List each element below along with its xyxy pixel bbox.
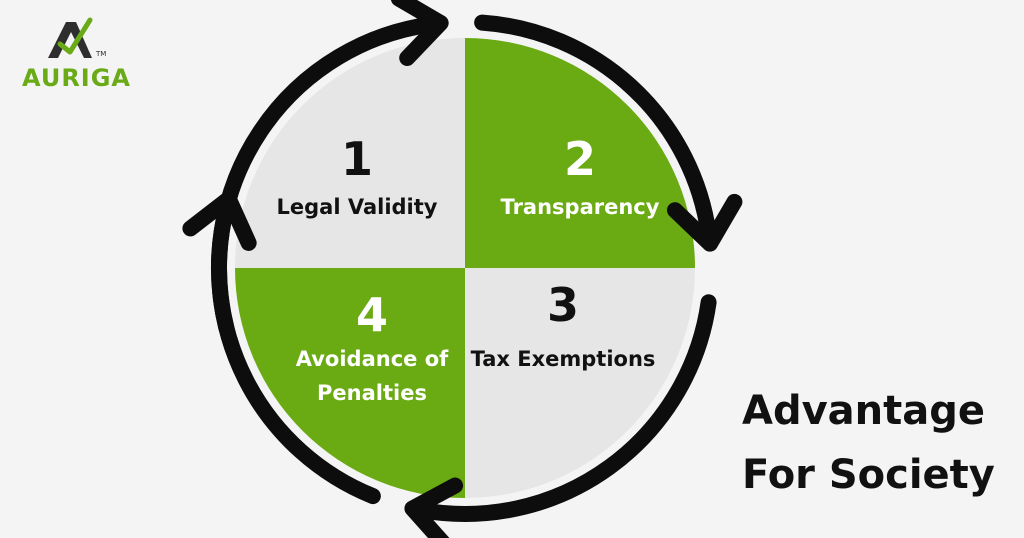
step-number-2: 2 bbox=[564, 132, 596, 186]
cycle-arc-2 bbox=[474, 14, 717, 242]
step-number-4: 4 bbox=[356, 288, 388, 342]
step-label-4-line-1: Avoidance of bbox=[296, 347, 449, 371]
quadrant-3 bbox=[465, 268, 695, 498]
title-line-2: For Society bbox=[742, 452, 995, 498]
trademark-mark: TM bbox=[95, 50, 106, 58]
quadrant-4 bbox=[235, 268, 465, 498]
cycle-arc-3 bbox=[414, 294, 717, 522]
step-number-1: 1 bbox=[341, 132, 373, 186]
arrowhead-4-icon bbox=[182, 190, 257, 251]
title-line-1: Advantage bbox=[742, 388, 986, 434]
step-number-3: 3 bbox=[547, 278, 579, 332]
cycle-arc-4 bbox=[211, 200, 381, 505]
arrowhead-2-icon bbox=[667, 193, 743, 252]
step-label-2-line-1: Transparency bbox=[501, 195, 660, 219]
arrowhead-1-icon bbox=[391, 0, 449, 66]
step-label-4-line-2: Penalties bbox=[317, 381, 427, 405]
arrowhead-3-icon bbox=[404, 477, 464, 538]
brand-name: AURIGA bbox=[22, 64, 132, 92]
quadrant-2 bbox=[465, 38, 695, 268]
step-label-1-line-1: Legal Validity bbox=[277, 195, 438, 219]
auriga-logo-icon: TM bbox=[48, 17, 106, 58]
quadrant-1 bbox=[235, 38, 465, 268]
step-label-3-line-1: Tax Exemptions bbox=[471, 347, 656, 371]
